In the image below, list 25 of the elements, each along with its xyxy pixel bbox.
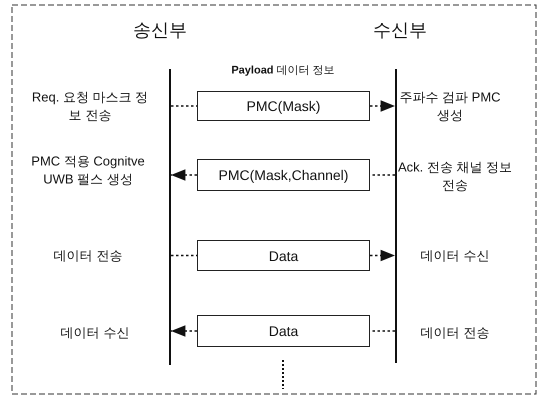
- connector-line: [370, 330, 395, 332]
- connector-line: [171, 105, 197, 107]
- step-label: Req. 요청 마스크 정보 전송: [30, 88, 150, 124]
- arrow: [370, 100, 395, 112]
- step-label: PMC 적용 Cognitve UWB 펄스 생성: [30, 152, 146, 188]
- message-box: Data: [197, 315, 370, 347]
- column-heading: 송신부: [132, 18, 188, 42]
- message-box: PMC(Mask,Channel): [197, 159, 370, 191]
- connector-line: [370, 174, 395, 176]
- step-label: Payload 데이터 정보: [230, 64, 336, 78]
- message-box: PMC(Mask): [197, 91, 370, 121]
- lifeline: [395, 69, 397, 363]
- arrow: [171, 169, 197, 181]
- step-label: 데이터 전송: [420, 324, 490, 342]
- step-label: 주파수 검파 PMC 생성: [398, 88, 502, 124]
- arrow: [370, 250, 395, 262]
- lifeline: [169, 69, 171, 365]
- connector-line: [171, 254, 197, 256]
- step-label: Ack. 전송 채널 정보 전송: [396, 158, 514, 194]
- step-label: 데이터 전송: [52, 247, 124, 265]
- arrow: [171, 325, 197, 337]
- column-heading: 수신부: [372, 18, 428, 42]
- message-box: Data: [197, 240, 370, 271]
- step-label: 데이터 수신: [420, 247, 490, 265]
- step-label: 데이터 수신: [60, 324, 130, 342]
